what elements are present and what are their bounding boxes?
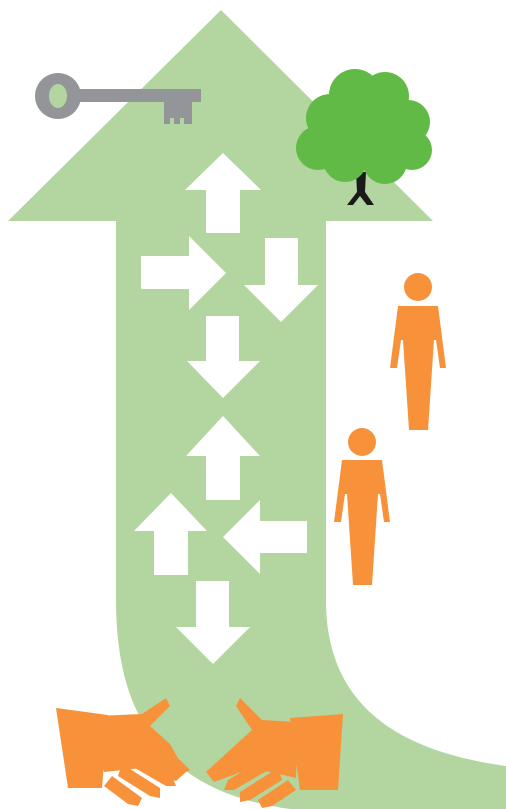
person-icon [390, 273, 446, 430]
key-bit [164, 102, 192, 124]
person-body [334, 460, 390, 585]
person-body [390, 306, 446, 430]
big-arrow-shape [8, 10, 506, 809]
big-upward-curved-arrow [8, 10, 506, 809]
tree-canopy [296, 69, 432, 184]
person-head [348, 428, 376, 456]
person-icon [334, 428, 390, 585]
key-shaft [78, 89, 201, 102]
key-notch-1 [170, 118, 174, 125]
key-notch-2 [180, 118, 184, 125]
key-bow-hole [49, 84, 67, 108]
person-head [404, 273, 432, 301]
